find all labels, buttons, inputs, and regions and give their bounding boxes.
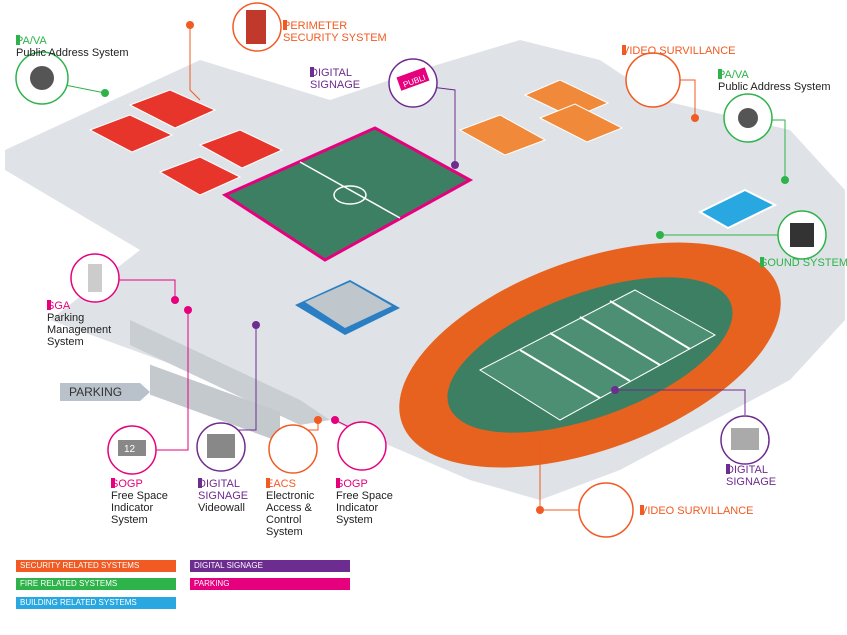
digital-right-label: DIGITAL SIGNAGE [726,464,777,488]
basketball-courts [458,79,624,156]
tennis-courts [88,89,284,196]
video-top-label: VIDEO SURVILLANCE [622,45,736,57]
digital-top-label: DIGITAL SIGNAGE [310,67,361,91]
swimming-pool [697,188,778,230]
parking-arrow: PARKING [60,383,150,401]
perimeter-label: PERIMETER SECURITY SYSTEM [283,20,387,44]
legend-item: DIGITAL SIGNAGE [190,560,350,572]
video-bottom-label: VIDEO SURVILLANCE [640,505,754,517]
sogp-panel: 12 [118,440,146,456]
sogp-left-label: SOGP Free Space Indicator System [111,478,168,526]
legend-item: FIRE RELATED SYSTEMS [16,578,176,590]
connector-dots [101,21,789,514]
sogp-right-label: SOGP Free Space Indicator System [336,478,393,526]
indoor-arena [295,280,400,335]
camera-callout-top [625,52,681,108]
sogp-sensor-callout [337,421,387,471]
parking-lot [150,364,280,442]
soccer-field [221,126,474,262]
sound-label: SOUND SYSTEM [760,257,847,269]
callout-circles [15,2,827,538]
pa-right-label: PA/VA Public Address System [718,69,831,93]
eacs-label: EACS Electronic Access & Control System [266,478,315,538]
svg-text:12: 12 [124,444,136,455]
parking-text: PARKING [69,385,123,399]
legend-item: PARKING [190,578,350,590]
legend-item: SECURITY RELATED SYSTEMS [16,560,176,572]
sga-label: SGA Parking Management System [47,300,112,348]
legend-item: BUILDING RELATED SYSTEMS [16,597,176,609]
stadium [399,242,781,468]
camera-callout-bottom [578,482,634,538]
eacs-callout [268,424,318,474]
pa-left-label: PA/VA Public Address System [16,35,129,59]
videowall-label: DIGITAL SIGNAGE Videowall [198,478,249,514]
